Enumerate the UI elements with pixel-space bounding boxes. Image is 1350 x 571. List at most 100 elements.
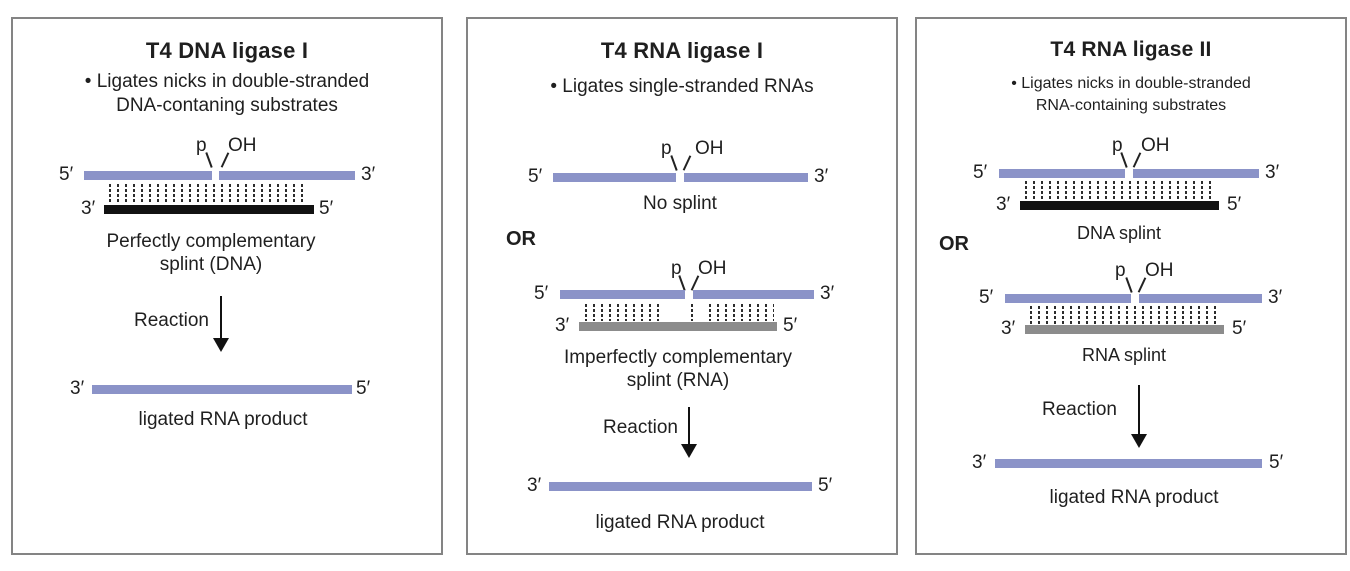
rna-strand-right-segment (684, 173, 808, 182)
nick-pointer-left (678, 275, 686, 291)
nick-pointer-left (1125, 277, 1133, 293)
reaction-arrowhead-icon (681, 444, 697, 458)
three-prime-label: 3′ (1265, 162, 1280, 183)
bullet-line-1: • Ligates nicks in double-stranded (1011, 75, 1251, 92)
five-prime-label: 5′ (319, 198, 334, 219)
five-prime-label: 5′ (534, 283, 549, 304)
three-prime-label: 3′ (81, 198, 96, 219)
panel-description: • Ligates nicks in double-stranded RNA-c… (917, 73, 1345, 117)
nick-pointer-left (205, 152, 213, 168)
caption-line-1: Perfectly complementary (106, 231, 316, 252)
product-caption: ligated RNA product (1049, 487, 1219, 508)
five-prime-label: 5′ (356, 378, 371, 399)
base-pairing-dashes (109, 184, 309, 204)
five-prime-label: 5′ (783, 315, 798, 336)
substrate-caption: Perfectly complementary splint (DNA) (31, 230, 391, 276)
five-prime-label: 5′ (1227, 194, 1242, 215)
rna-strand-left-segment (560, 290, 685, 299)
hydroxyl-label: OH (1141, 135, 1170, 156)
reaction-arrow-line (220, 296, 222, 339)
phosphate-label: p (196, 135, 207, 156)
caption-line-2: splint (DNA) (159, 254, 263, 275)
reaction-arrow-line (688, 407, 690, 445)
nick-pointer-left (670, 155, 678, 171)
rna-strand-left-segment (553, 173, 676, 182)
rna-strand-left-segment (999, 169, 1125, 178)
substrate-caption: No splint (643, 193, 717, 214)
three-prime-label: 3′ (1001, 318, 1016, 339)
three-prime-label: 3′ (814, 166, 829, 187)
rna-strand-right-segment (1133, 169, 1259, 178)
rna-strand-left-segment (1005, 294, 1131, 303)
reaction-arrowhead-icon (213, 338, 229, 352)
five-prime-label: 5′ (973, 162, 988, 183)
reaction-arrowhead-icon (1131, 434, 1147, 448)
base-pairing-dashes (1025, 181, 1214, 200)
nick-pointer-right (682, 155, 692, 171)
bullet-line-2: DNA-contaning substrates (116, 95, 338, 116)
product-caption: ligated RNA product (595, 512, 765, 533)
rna-splint-bar (579, 322, 777, 331)
ligated-product-strand (995, 459, 1262, 468)
substrate-caption: RNA splint (1081, 345, 1167, 365)
or-label: OR (506, 228, 536, 250)
phosphate-label: p (1112, 135, 1123, 156)
three-prime-label: 3′ (527, 475, 542, 496)
three-prime-label: 3′ (1268, 287, 1283, 308)
reaction-arrow-line (1138, 385, 1140, 435)
panel-description: • Ligates single-stranded RNAs (468, 75, 896, 99)
five-prime-label: 5′ (59, 164, 74, 185)
bullet-line-1: • Ligates nicks in double-stranded (84, 71, 370, 92)
reaction-label: Reaction (1042, 399, 1117, 420)
five-prime-label: 5′ (1232, 318, 1247, 339)
base-pairing-dashes-left (585, 304, 660, 321)
base-pairing-dashes (1030, 306, 1219, 324)
panel-t4-dna-ligase-1: T4 DNA ligase I • Ligates nicks in doubl… (11, 17, 443, 555)
ligated-product-strand (549, 482, 812, 491)
five-prime-label: 5′ (1269, 452, 1284, 473)
panel-title: T4 RNA ligase I (600, 38, 764, 63)
caption-line-2: splint (RNA) (626, 370, 730, 391)
substrate-caption: DNA splint (1076, 223, 1162, 243)
panel-t4-rna-ligase-2: T4 RNA ligase II • Ligates nicks in doub… (915, 17, 1347, 555)
rna-strand-right-segment (219, 171, 355, 180)
ligated-product-strand (92, 385, 352, 394)
panel-title: T4 RNA ligase II (1050, 38, 1212, 61)
phosphate-label: p (671, 258, 682, 279)
three-prime-label: 3′ (996, 194, 1011, 215)
phosphate-label: p (1115, 260, 1126, 281)
rna-strand-right-segment (693, 290, 814, 299)
five-prime-label: 5′ (979, 287, 994, 308)
substrate-caption: Imperfectly complementary splint (RNA) (523, 346, 833, 392)
nick-pointer-right (690, 275, 700, 291)
base-pairing-dash-single (691, 304, 694, 321)
nick-pointer-right (1132, 152, 1142, 168)
rna-strand-right-segment (1139, 294, 1262, 303)
three-prime-label: 3′ (555, 315, 570, 336)
caption-line-1: Imperfectly complementary (563, 347, 793, 368)
panel-t4-rna-ligase-1: T4 RNA ligase I • Ligates single-strande… (466, 17, 898, 555)
nick-pointer-left (1120, 152, 1128, 168)
dna-splint-bar (104, 205, 314, 214)
bullet-line-2: RNA-containing substrates (1035, 97, 1227, 114)
reaction-label: Reaction (134, 310, 209, 331)
hydroxyl-label: OH (698, 258, 727, 279)
panel-description: • Ligates nicks in double-stranded DNA-c… (13, 70, 441, 118)
rna-splint-bar (1025, 325, 1224, 334)
hydroxyl-label: OH (1145, 260, 1174, 281)
five-prime-label: 5′ (818, 475, 833, 496)
reaction-label: Reaction (603, 417, 678, 438)
nick-pointer-right (1137, 277, 1147, 293)
rna-strand-left-segment (84, 171, 212, 180)
bullet-line-1: • Ligates single-stranded RNAs (550, 76, 814, 97)
nick-pointer-right (220, 152, 230, 168)
three-prime-label: 3′ (361, 164, 376, 185)
hydroxyl-label: OH (228, 135, 257, 156)
hydroxyl-label: OH (695, 138, 724, 159)
three-prime-label: 3′ (972, 452, 987, 473)
or-label: OR (939, 233, 969, 255)
five-prime-label: 5′ (528, 166, 543, 187)
three-prime-label: 3′ (70, 378, 85, 399)
phosphate-label: p (661, 138, 672, 159)
dna-splint-bar (1020, 201, 1219, 210)
